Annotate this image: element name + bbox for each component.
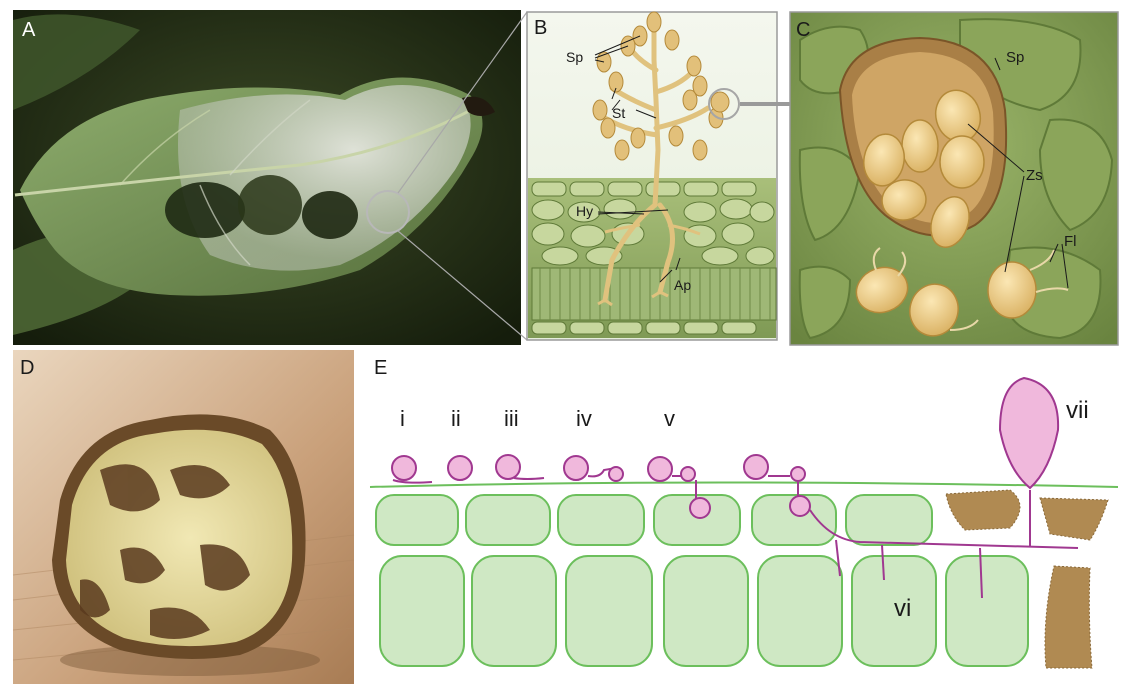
lesion-dark-3 (302, 191, 358, 239)
stage-label-iii: iii (504, 406, 519, 431)
label-b-st: St (612, 105, 625, 121)
stage-label-vi: vi (894, 595, 911, 622)
lesion-dark-2 (238, 175, 302, 235)
panel-d-letter: D (20, 357, 34, 379)
lesion-dark-1 (165, 182, 245, 238)
panel-c-letter: C (796, 19, 810, 41)
label-c-zs: Zs (1026, 167, 1043, 184)
panel-d: D (13, 350, 354, 684)
panel-b: Sp St Hy Ap B (527, 12, 777, 340)
panel-e: E (362, 350, 1118, 684)
panel-c: Sp Zs Fl C (790, 12, 1118, 345)
label-c-sp: Sp (1006, 49, 1024, 66)
mesophyll-cells (380, 556, 1028, 666)
stage-label-iv: iv (576, 406, 592, 431)
label-b-sp: Sp (566, 49, 583, 65)
stage-label-v: v (664, 406, 675, 431)
panel-a-letter: A (22, 19, 36, 41)
panel-a: A (13, 10, 521, 345)
label-b-ap: Ap (674, 277, 691, 293)
label-b-hy: Hy (576, 203, 593, 219)
stage-label-vii: vii (1066, 397, 1089, 424)
panel-b-letter: B (534, 17, 547, 39)
panel-e-letter: E (374, 357, 387, 379)
stage-label-ii: ii (451, 406, 461, 431)
stage-label-i: i (400, 406, 405, 431)
label-c-fl: Fl (1064, 233, 1077, 250)
